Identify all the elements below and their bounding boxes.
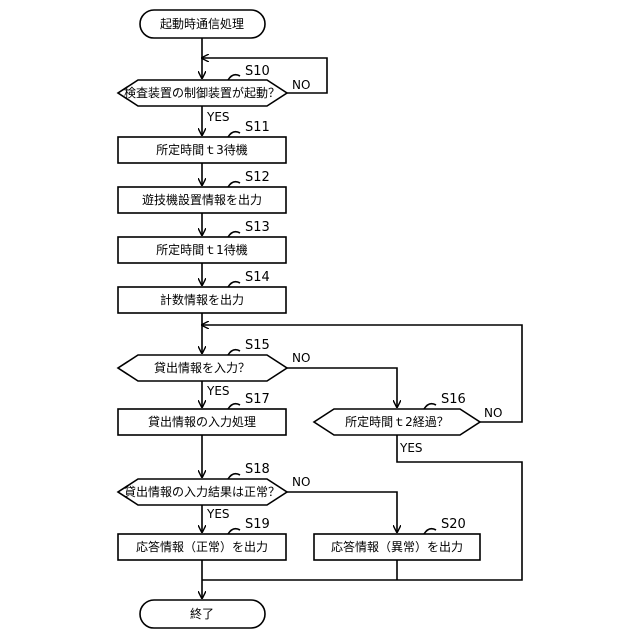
process-s20: 応答情報（異常）を出力 bbox=[314, 534, 480, 560]
process-s11: 所定時間ｔ3待機 bbox=[118, 137, 286, 163]
s12-label: 遊技機設置情報を出力 bbox=[142, 192, 262, 207]
process-s13: 所定時間ｔ1待機 bbox=[118, 237, 286, 263]
process-s14: 計数情報を出力 bbox=[118, 287, 286, 313]
s18-step-label: S18 bbox=[245, 462, 270, 477]
process-s12: 遊技機設置情報を出力 bbox=[118, 187, 286, 213]
s11-label: 所定時間ｔ3待機 bbox=[156, 142, 248, 157]
s16-step-label: S16 bbox=[441, 392, 466, 407]
s15-label: 貸出情報を入力？ bbox=[154, 360, 250, 375]
s13-step-label: S13 bbox=[245, 220, 270, 235]
s15-step-label: S15 bbox=[245, 338, 270, 353]
s17-label: 貸出情報の入力処理 bbox=[148, 414, 256, 429]
start-terminator: 起動時通信処理 bbox=[140, 10, 265, 38]
decision-s15: 貸出情報を入力？ bbox=[118, 355, 287, 381]
s10-step-label: S10 bbox=[245, 64, 270, 79]
s19-label: 応答情報（正常）を出力 bbox=[136, 539, 268, 554]
s19-step-label: S19 bbox=[245, 517, 270, 532]
s14-step-label: S14 bbox=[245, 270, 270, 285]
s12-step-label: S12 bbox=[245, 170, 270, 185]
decision-s18: 貸出情報の入力結果は正常？ bbox=[118, 479, 287, 505]
s16-label: 所定時間ｔ2経過？ bbox=[345, 414, 449, 429]
decision-s16: 所定時間ｔ2経過？ bbox=[314, 409, 480, 435]
process-s19: 応答情報（正常）を出力 bbox=[118, 534, 286, 560]
s10-no-label: NO bbox=[292, 78, 310, 92]
s17-step-label: S17 bbox=[245, 392, 270, 407]
decision-s10: 検査装置の制御装置が起動？ bbox=[118, 80, 287, 106]
s20-step-label: S20 bbox=[441, 517, 466, 532]
end-terminator: 終了 bbox=[140, 600, 265, 628]
s16-yes-label: YES bbox=[399, 441, 423, 455]
s10-label: 検査装置の制御装置が起動？ bbox=[124, 85, 280, 100]
s15-yes-label: YES bbox=[206, 384, 230, 398]
s14-label: 計数情報を出力 bbox=[160, 292, 244, 307]
s10-yes-label: YES bbox=[206, 110, 230, 124]
s18-label: 貸出情報の入力結果は正常？ bbox=[124, 484, 280, 499]
s18-no-label: NO bbox=[292, 475, 310, 489]
end-label: 終了 bbox=[190, 606, 214, 621]
s15-no-label: NO bbox=[292, 351, 310, 365]
s18-yes-label: YES bbox=[206, 507, 230, 521]
s16-no-label: NO bbox=[484, 406, 502, 420]
s11-step-label: S11 bbox=[245, 120, 270, 135]
s20-label: 応答情報（異常）を出力 bbox=[331, 539, 463, 554]
s13-label: 所定時間ｔ1待機 bbox=[156, 242, 248, 257]
process-s17: 貸出情報の入力処理 bbox=[118, 409, 286, 435]
start-label: 起動時通信処理 bbox=[160, 17, 244, 31]
